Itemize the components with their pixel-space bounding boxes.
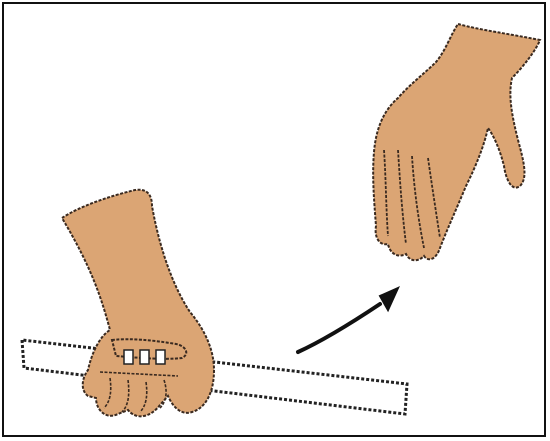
open-hand-palm [373,24,540,260]
grip-gap-1 [124,350,133,364]
arrow-shaft [298,304,380,352]
grip-gap-2 [140,350,149,364]
curved-arrow-icon [298,288,398,352]
fist-wrist [62,190,214,417]
open-hand-icon [373,24,540,260]
fist-gripping-stick-icon [62,190,214,417]
grip-gap-3 [156,350,165,364]
arrow-head [380,288,398,310]
